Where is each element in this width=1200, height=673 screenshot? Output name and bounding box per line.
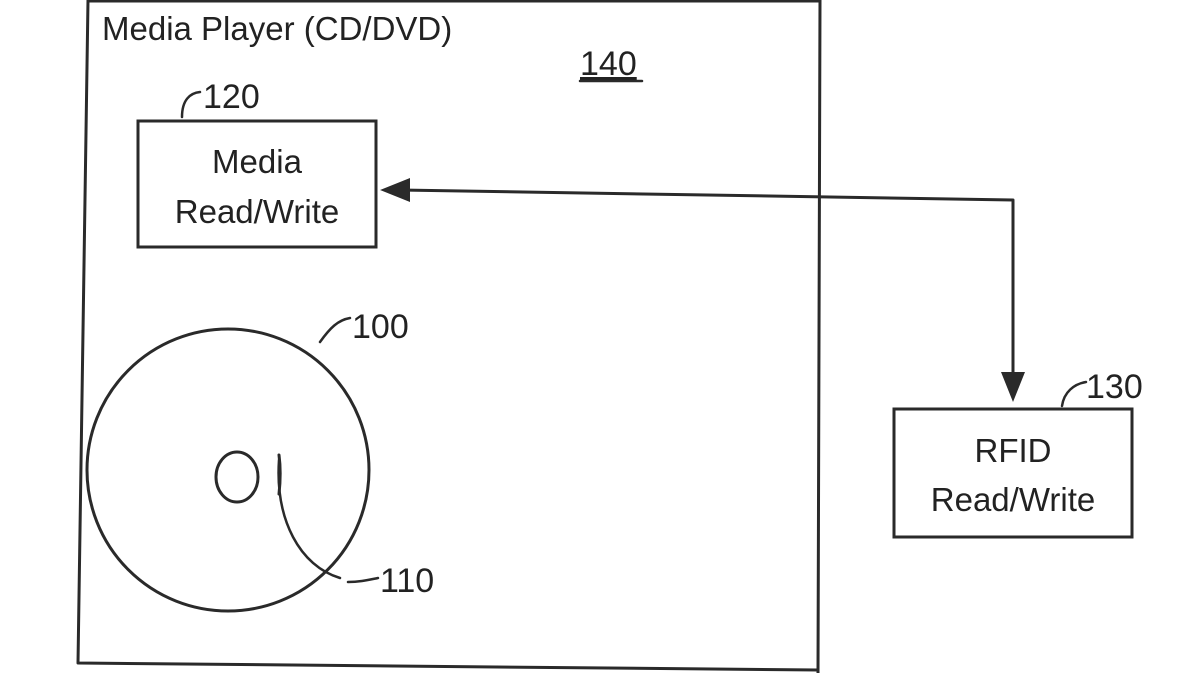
rfid-read-write-line1: RFID — [975, 432, 1052, 469]
arrowhead-media — [380, 178, 410, 202]
media-read-write-line1: Media — [212, 143, 303, 180]
media-read-write-line2: Read/Write — [175, 193, 339, 230]
rfid-read-write-line2: Read/Write — [931, 481, 1095, 518]
arrowhead-rfid — [1001, 372, 1025, 402]
disc-hub — [214, 450, 260, 504]
connector-media-to-rfid — [380, 178, 1025, 402]
media-player-enclosure — [76, 0, 822, 673]
rfid-tag-antenna — [277, 458, 342, 580]
rfid-tag-leader — [346, 576, 380, 584]
media-read-write-leader — [180, 90, 202, 119]
media-player-title: Media Player (CD/DVD) — [102, 10, 452, 47]
rfid-read-write-leader — [1060, 380, 1088, 408]
rfid-read-write-box — [892, 407, 1134, 539]
disc-leader — [318, 316, 352, 344]
media-read-write-block: Media Read/Write — [136, 119, 378, 249]
media-player-ref: 140 — [580, 45, 637, 83]
rfid-tag-ref: 110 — [380, 562, 434, 600]
disc-circle — [85, 327, 371, 613]
media-read-write-box — [136, 119, 378, 249]
disc-ref: 100 — [352, 308, 409, 346]
rfid-read-write-block: RFID Read/Write — [892, 407, 1134, 539]
media-read-write-ref: 120 — [203, 78, 260, 116]
rfid-read-write-ref: 130 — [1086, 368, 1143, 406]
